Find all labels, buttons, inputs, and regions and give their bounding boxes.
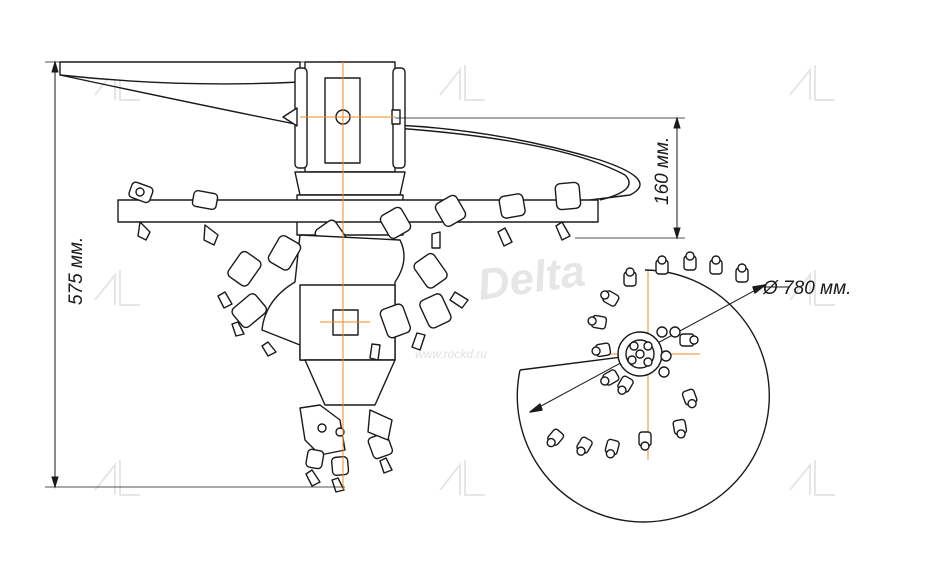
watermark-logo-icon [439, 460, 485, 496]
watermark-logo-icon [789, 65, 835, 101]
side-teeth-right [369, 252, 469, 361]
watermark-logo-icon [94, 460, 140, 496]
kelly-pin-left [282, 107, 298, 127]
bottom-view [516, 251, 790, 523]
watermark-logo-icon [439, 65, 485, 101]
watermark-logo-icon [94, 270, 140, 306]
dimension-diameter-label: Ø 780 мм. [762, 278, 851, 299]
dimension-offset-label: 160 мм. [652, 137, 673, 205]
pilot-cone [304, 359, 396, 406]
kelly-pin-right [391, 109, 401, 125]
side-teeth-left [217, 235, 302, 357]
watermark-brand: Delta [475, 246, 588, 309]
bottom-view-outline [516, 269, 770, 523]
watermark-url: www.rockd.ru [415, 347, 487, 361]
cutting-arm [117, 199, 599, 223]
watermark-logo-icon [789, 270, 835, 306]
hub-teeth [627, 326, 681, 378]
mid-flight-sweep [394, 127, 630, 201]
upper-flight [59, 61, 301, 85]
bottom-view-teeth [546, 251, 749, 459]
dimension-height-label: 575 мм. [66, 237, 87, 305]
shaft-collar [294, 171, 406, 196]
watermark-logos [94, 65, 835, 496]
diameter-arrow-start [529, 403, 543, 413]
upper-flight-sweep [59, 74, 641, 201]
dimension-offset [395, 116, 685, 240]
pilot-bit [299, 404, 394, 493]
dimension-height [45, 60, 345, 489]
watermark-logo-icon [789, 460, 835, 496]
